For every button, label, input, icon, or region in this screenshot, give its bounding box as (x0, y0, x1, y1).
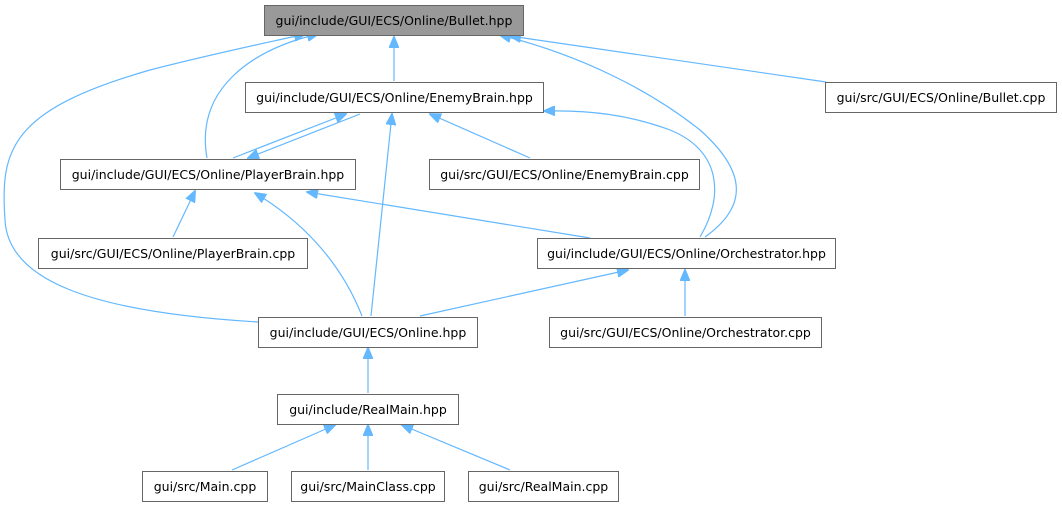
edge-enemybrain-to-playerbrain (248, 113, 361, 158)
edge-playerbrain-to-enemybrain (232, 114, 346, 159)
node-realmain-hpp[interactable]: gui/include/RealMain.hpp (277, 394, 459, 425)
node-enemybrain-cpp[interactable]: gui/src/GUI/ECS/Online/EnemyBrain.cpp (429, 159, 700, 190)
edge-realmaincpp-to-realmain (402, 425, 511, 471)
edge-orchestrator-to-playerbrain (307, 192, 591, 239)
node-enemybrain-hpp[interactable]: gui/include/GUI/ECS/Online/EnemyBrain.hp… (245, 82, 544, 113)
edge-bulletcpp-to-bullet (510, 36, 827, 83)
node-playerbrain-cpp[interactable]: gui/src/GUI/ECS/Online/PlayerBrain.cpp (38, 238, 308, 269)
edge-main-to-realmain (231, 425, 335, 471)
edge-enemybraincpp-to-enemybrain (430, 114, 531, 159)
node-online-hpp[interactable]: gui/include/GUI/ECS/Online.hpp (258, 317, 478, 348)
node-bullet-cpp[interactable]: gui/src/GUI/ECS/Online/Bullet.cpp (825, 82, 1057, 113)
edge-playerbraincpp-to-playerbrain (172, 191, 195, 238)
node-mainclass-cpp[interactable]: gui/src/MainClass.cpp (291, 471, 445, 502)
edge-online-to-orchestrator (419, 270, 628, 317)
node-bullet-hpp: gui/include/GUI/ECS/Online/Bullet.hpp (264, 5, 524, 36)
node-realmain-cpp[interactable]: gui/src/RealMain.cpp (468, 471, 619, 502)
node-orchestrator-hpp[interactable]: gui/include/GUI/ECS/Online/Orchestrator.… (537, 238, 836, 269)
edge-online-to-bullet (3, 34, 305, 323)
edge-online-to-enemybrain (370, 114, 392, 317)
node-playerbrain-hpp[interactable]: gui/include/GUI/ECS/Online/PlayerBrain.h… (60, 159, 356, 190)
edge-orchestrator-to-bullet (500, 35, 737, 238)
edge-orchestrator-to-enemybrain (544, 111, 716, 238)
node-orchestrator-cpp[interactable]: gui/src/GUI/ECS/Online/Orchestrator.cpp (549, 317, 822, 348)
edge-online-to-playerbrain (255, 193, 363, 317)
node-main-cpp[interactable]: gui/src/Main.cpp (142, 471, 268, 502)
